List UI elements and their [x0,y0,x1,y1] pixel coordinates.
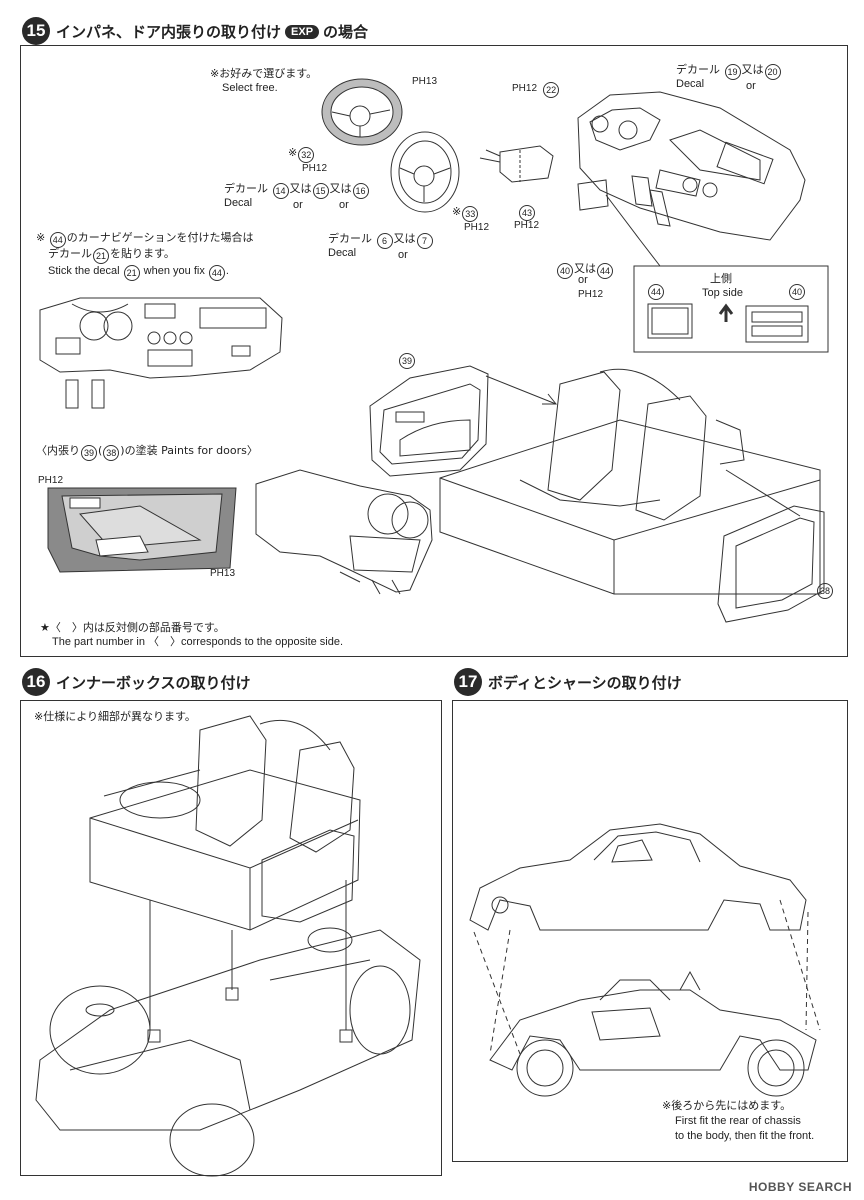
ph12-label-d: PH12 [512,83,538,94]
step-15-title-text: インパネ、ドア内張りの取り付け [56,23,282,41]
or-en-a: or [293,199,303,211]
watermark: HOBBY SEARCH [748,1180,852,1194]
inset-40-label: 40 [788,281,806,300]
part-14: 14 [272,183,289,199]
star-33: ※ [452,205,462,218]
part-7: 7 [416,233,433,249]
ph12-label-c: PH12 [514,220,540,231]
footnote-jp: ★〈 〉内は反対側の部品番号です。 [40,621,225,634]
ph12-label-b: PH12 [464,222,490,233]
nav-note-mark: ※ [36,231,46,244]
step-16-note: ※仕様により細部が異なります。 [34,710,196,723]
part-6: 6 [376,233,393,249]
nav-jp1: のカーナビゲーションを付けた場合は [66,231,254,244]
ph12-label-a: PH12 [302,163,328,174]
decal-jp-b: デカール [328,232,372,245]
star-32: ※ [288,146,298,159]
note-mark-33: ※33 [452,205,479,222]
nav-jp2a: デカール [48,247,92,260]
door-part-38: 38 [103,445,120,461]
step-17-note-en2: to the body, then fit the front. [675,1130,815,1142]
part-16: 16 [352,183,369,199]
step-16-panel [20,700,442,1176]
step-17-number: 17 [454,668,482,696]
part-32: 32 [298,147,315,163]
part-40a: 40 [557,263,573,279]
or-en-b: or [339,199,349,211]
step-17-panel [452,700,848,1162]
decal-en-a: Decal [224,197,253,209]
decal-en-b: Decal [328,247,357,259]
decal-en-c: Decal [676,78,705,90]
decal-jp-c: デカール [676,63,720,76]
footnote-en: The part number in 〈 〉corresponds to the… [52,636,344,648]
part-22: 22 [543,82,560,98]
nav-en-c: . [225,265,229,277]
nav-jp2b: を貼ります。 [110,247,175,260]
nav-en-b: when you fix [143,265,205,277]
step-16-title: インナーボックスの取り付け [56,674,251,692]
part-44b: 44 [648,284,664,300]
door-part-39: 39 [81,445,97,461]
or-en-d: or [746,80,756,92]
part-20: 20 [764,64,781,80]
part-15: 15 [312,183,329,199]
top-side-en: Top side [702,287,743,299]
part-38: 38 [817,583,833,599]
nav-en-part-21: 21 [123,265,140,281]
select-free-en: Select free. [222,82,278,94]
nav-en-part-44: 44 [208,265,225,281]
part-39: 39 [399,353,415,369]
select-free-jp: ※お好みで選びます。 [210,67,318,80]
step-17-note-jp: ※後ろから先にはめます。 [662,1099,792,1112]
part-38-callout: 38 [816,580,834,599]
part-43-label: 43 [518,202,536,221]
ph12-label-e: PH12 [578,289,604,300]
part-40b: 40 [789,284,805,300]
or-en-c: or [398,249,408,261]
or-jp-a: 又は [289,182,312,195]
part-33: 33 [462,206,479,222]
exp-badge: EXP [285,25,320,39]
ph13-door-label: PH13 [210,568,236,579]
note-mark-32: ※32 [288,146,315,163]
top-side-jp: 上側 [710,272,732,285]
or-jp-e: 又は [574,262,596,275]
step-15-number: 15 [22,17,50,45]
part-43: 43 [519,205,535,221]
step-17-note-en1: First fit the rear of chassis [675,1115,801,1127]
ph12-door-label: PH12 [38,475,64,486]
step-16-number: 16 [22,668,50,696]
nav-note-en: Stick the decal 21 when you fix 44. [48,265,229,281]
step-17-title: ボディとシャーシの取り付け [488,674,682,692]
nav-en-a: Stick the decal [48,265,120,277]
part-39-callout: 39 [398,350,416,369]
part-44a: 44 [597,263,613,279]
or-jp-d: 又は [741,63,764,76]
inset-44-label: 44 [647,281,665,300]
door-paint-a: 〈内張り [36,444,80,457]
decal-jp-a: デカール [224,182,268,195]
step-15-title-suffix: の場合 [323,23,369,41]
or-en-e: or [578,274,588,286]
nav-part-21: 21 [93,248,109,264]
or-jp-b: 又は [329,182,352,195]
door-paint-b: の塗装 Paints for doors〉 [124,444,258,457]
part-22-label: PH12 22 [512,79,560,98]
or-jp-c: 又は [393,232,416,245]
ph13-label-a: PH13 [412,76,438,87]
nav-part-44: 44 [49,232,66,248]
part-19: 19 [724,64,741,80]
step-15-panel [20,45,848,657]
